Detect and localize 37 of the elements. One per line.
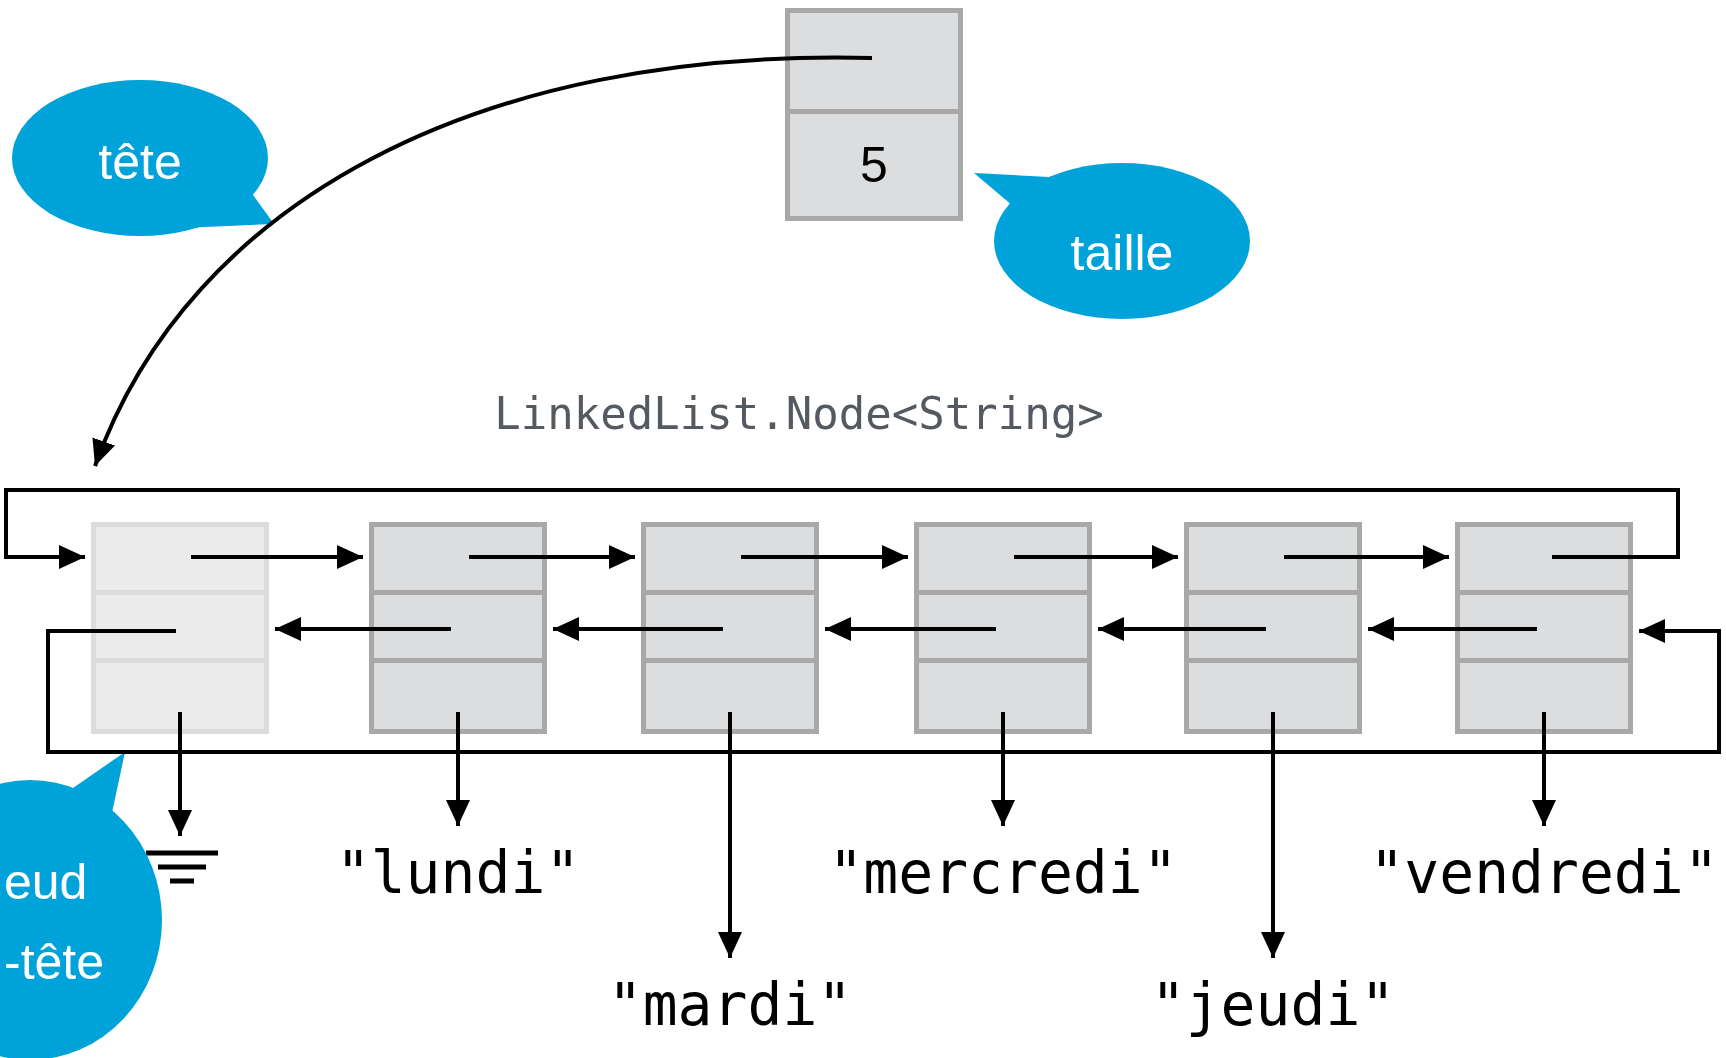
- string-value: "vendredi": [1369, 840, 1719, 906]
- string-value: "lundi": [335, 840, 581, 906]
- arrow: [1014, 545, 1178, 569]
- arrow: [446, 712, 470, 826]
- arrow: [1098, 617, 1266, 641]
- bubble-label: tête: [97, 133, 183, 192]
- bubble-label: eud -tête: [4, 853, 106, 992]
- arrow: [4, 488, 1680, 569]
- type-label: LinkedList.Node<String>: [494, 387, 1104, 441]
- list-node-box: [91, 522, 269, 734]
- list-node-box: [641, 522, 819, 734]
- arrow: [275, 617, 451, 641]
- arrow: [741, 545, 908, 569]
- arrow: [191, 545, 363, 569]
- arrow: [718, 712, 742, 958]
- arrow: [1368, 617, 1537, 641]
- string-value: "mercredi": [828, 840, 1178, 906]
- object-box: [785, 8, 963, 221]
- arrow: [1532, 712, 1556, 826]
- arrow: [1261, 712, 1285, 958]
- list-node-box: [1455, 522, 1633, 734]
- string-value: "mardi": [607, 972, 853, 1038]
- bubble-label: taille: [1069, 224, 1175, 283]
- list-node-box: [1184, 522, 1362, 734]
- arrow: [553, 617, 723, 641]
- list-node-box: [914, 522, 1092, 734]
- arrow: [469, 545, 635, 569]
- size-value: 5: [860, 140, 888, 190]
- arrow: [46, 619, 1721, 754]
- list-node-box: [369, 522, 547, 734]
- string-value: "jeudi": [1150, 972, 1396, 1038]
- null-symbol: [146, 850, 218, 884]
- arrow: [825, 617, 996, 641]
- arrow: [93, 56, 872, 467]
- arrow: [168, 712, 192, 836]
- arrow: [1284, 545, 1449, 569]
- arrow: [991, 712, 1015, 826]
